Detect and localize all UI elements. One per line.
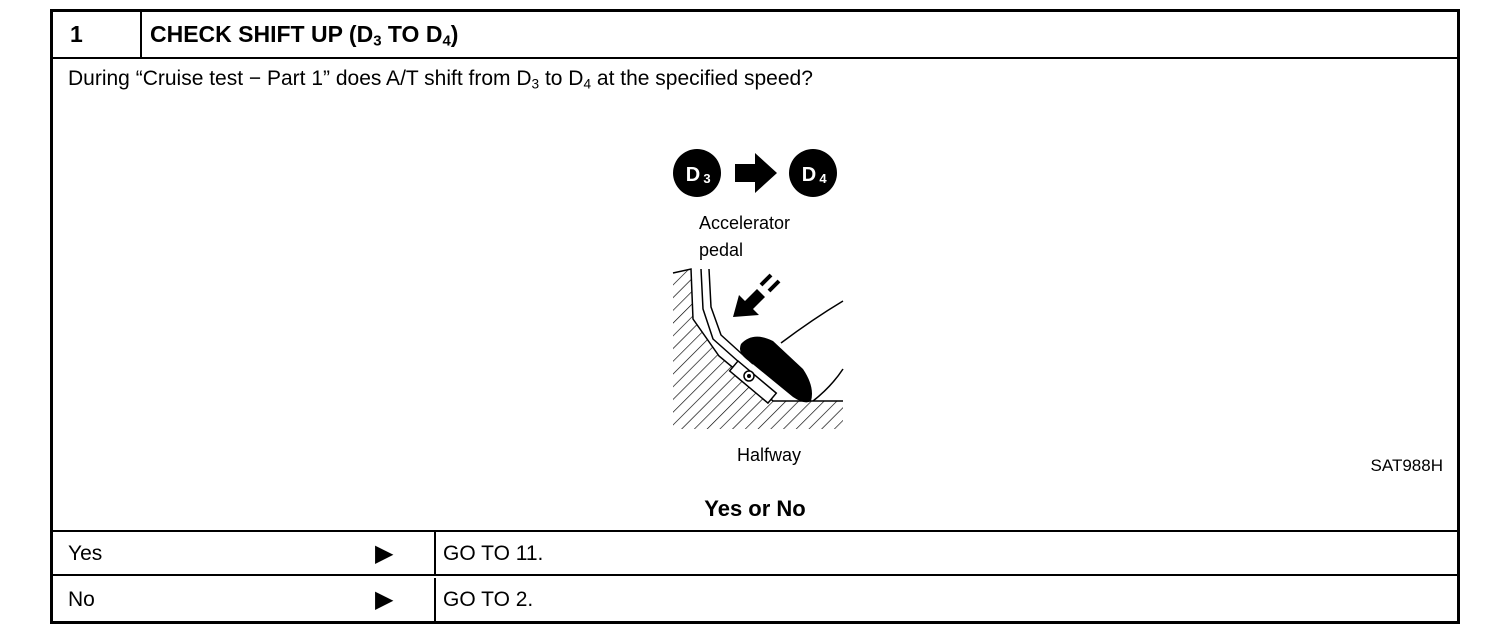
play-arrow-icon: ▶ [375,586,394,613]
figure-caption: Halfway [737,445,801,465]
step-body: During “Cruise test − Part 1” does A/T s… [53,59,1457,532]
d3-badge-sub: 3 [703,171,710,186]
d4-badge-letter: D [802,164,816,186]
answer-row-yes: Yes ▶ GO TO 11. [53,532,1457,576]
d4-badge-icon [789,149,837,197]
figure-label-line2: pedal [699,240,743,260]
answer-action: GO TO 11. [434,532,543,574]
answer-row-no: No ▶ GO TO 2. [53,578,1457,621]
step-number: 1 [53,12,142,57]
decision-label: Yes or No [704,496,806,521]
answer-label: Yes [68,542,103,565]
d3-badge-icon [673,149,721,197]
inspection-step-table: 1 CHECK SHIFT UP (D3 TO D4) During “Crui… [50,9,1460,624]
figure-code: SAT988H [1370,456,1443,475]
play-arrow-icon: ▶ [375,540,394,567]
pedal-illustration-icon [672,268,844,429]
figure-label-line1: Accelerator [699,213,790,233]
step-title: CHECK SHIFT UP (D3 TO D4) [150,21,459,50]
step-header: 1 CHECK SHIFT UP (D3 TO D4) [53,12,1457,59]
answer-label: No [68,588,95,611]
d3-badge-letter: D [686,164,700,186]
answer-action: GO TO 2. [434,578,533,621]
shift-arrow-icon [735,153,777,193]
d4-badge-sub: 4 [819,171,827,186]
question-text: During “Cruise test − Part 1” does A/T s… [68,67,813,92]
accelerator-pedal-figure: D 3 D 4 Accelerator pedal [672,149,844,465]
